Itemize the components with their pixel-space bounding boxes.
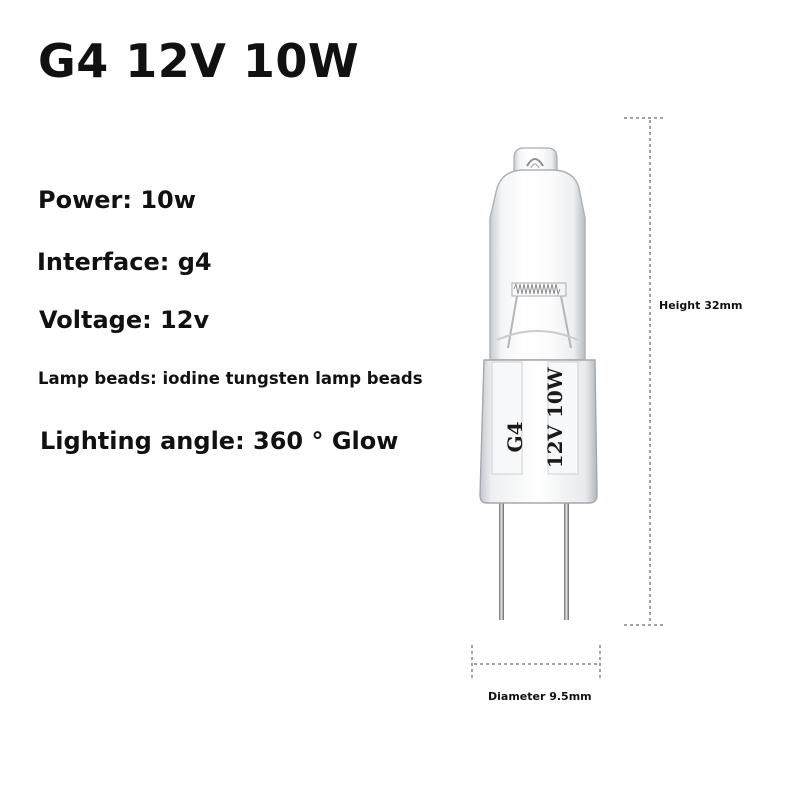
filament-icon — [511, 282, 567, 297]
product-title: G4 12V 10W — [38, 34, 360, 88]
height-dimension — [624, 117, 665, 626]
pin-right — [564, 470, 569, 620]
bulb-tip — [513, 147, 558, 176]
diameter-label: Diameter 9.5mm — [488, 690, 592, 703]
spec-lighting-angle: Lighting angle: 360 ° Glow — [40, 427, 399, 455]
spec-lamp-beads: Lamp beads: iodine tungsten lamp beads — [38, 369, 423, 388]
spec-power: Power: 10w — [38, 186, 196, 214]
bulb-print-line2: 12V 10W — [543, 367, 567, 468]
diameter-dimension — [471, 645, 601, 680]
spec-voltage: Voltage: 12v — [39, 306, 210, 334]
spec-interface: Interface: g4 — [37, 248, 212, 276]
bulb-print-line1: G4 — [503, 421, 527, 452]
height-label: Height 32mm — [659, 299, 743, 312]
pin-left — [499, 470, 504, 620]
